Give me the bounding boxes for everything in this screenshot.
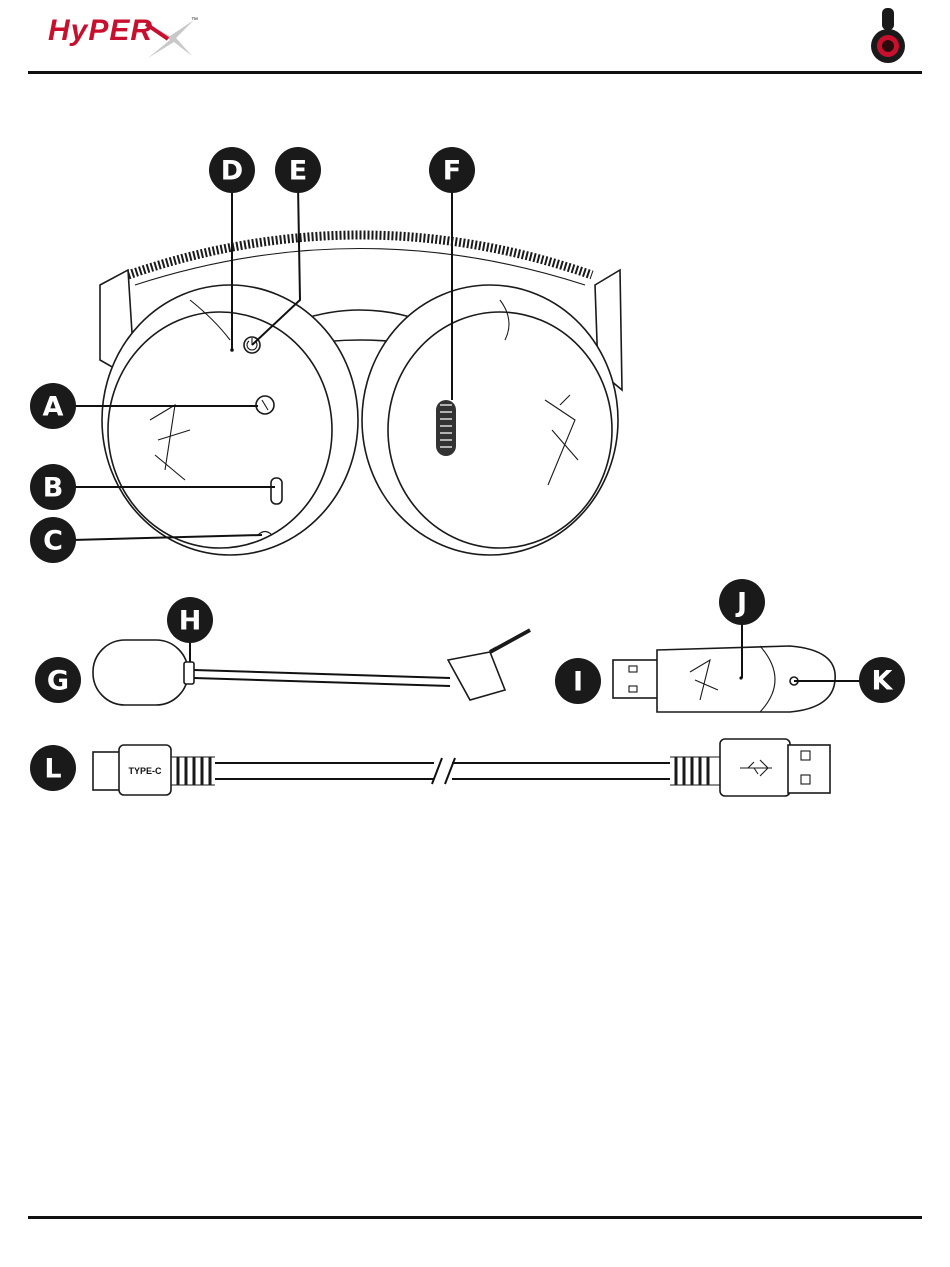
svg-text:C: C — [43, 526, 63, 557]
callout-a: A — [30, 383, 76, 429]
svg-text:F: F — [443, 156, 461, 187]
callout-f: F — [429, 147, 475, 193]
svg-text:J: J — [735, 588, 747, 619]
footer-rule — [28, 1216, 922, 1219]
charging-cable: TYPE-C — [93, 739, 830, 796]
right-earcup — [362, 270, 622, 555]
usb-dongle — [613, 646, 835, 712]
svg-text:H: H — [179, 606, 202, 637]
svg-text:E: E — [289, 156, 307, 187]
callout-c: C — [30, 517, 76, 563]
svg-text:L: L — [44, 754, 61, 785]
callout-b: B — [30, 464, 76, 510]
svg-text:K: K — [872, 666, 894, 697]
svg-text:I: I — [573, 667, 583, 698]
callout-e: E — [275, 147, 321, 193]
callout-g: G — [35, 657, 81, 703]
usb-c-port — [271, 478, 282, 504]
callout-d: D — [209, 147, 255, 193]
callout-i: I — [555, 658, 601, 704]
detachable-mic — [93, 624, 536, 705]
left-earcup — [100, 270, 358, 555]
svg-text:A: A — [43, 392, 64, 423]
callout-h: H — [167, 597, 213, 643]
callout-k: K — [859, 657, 905, 703]
svg-text:D: D — [221, 156, 243, 187]
svg-text:G: G — [47, 666, 69, 697]
callout-l: L — [30, 745, 76, 791]
callout-j: J — [719, 579, 765, 625]
svg-text:B: B — [43, 473, 64, 504]
usb-c-label: TYPE-C — [128, 766, 162, 776]
